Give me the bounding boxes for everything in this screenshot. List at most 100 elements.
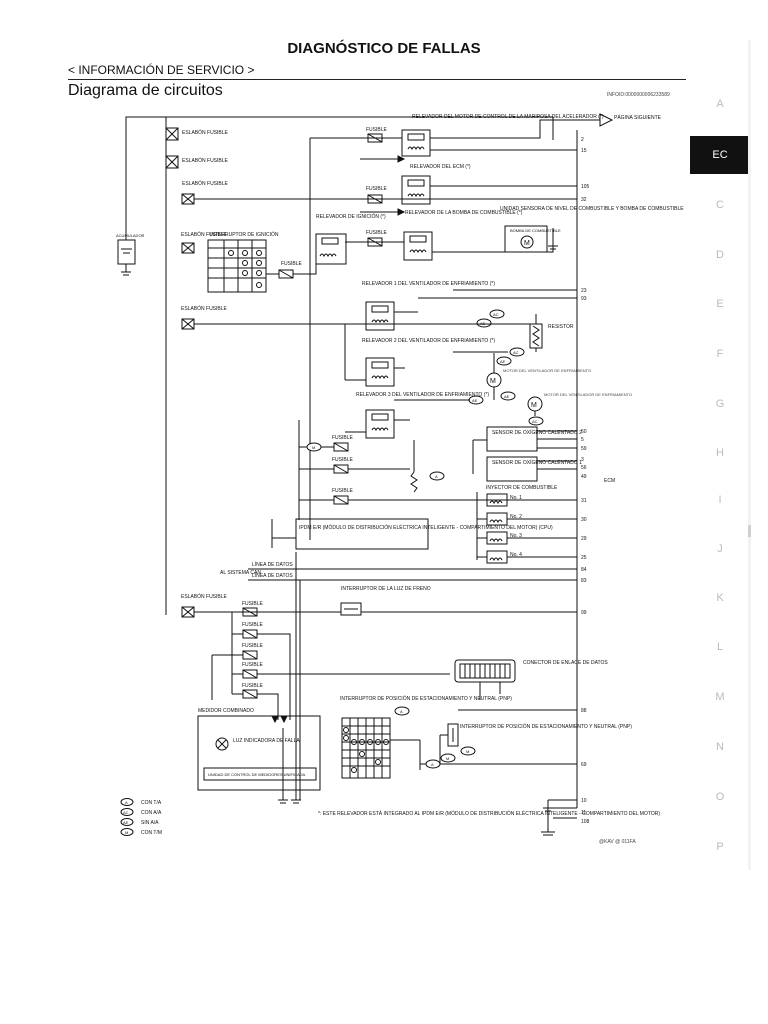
svg-text:M: M: [312, 445, 315, 450]
section-sidebar: A EC C D E F G H I J K L M N O P: [690, 0, 768, 1024]
tab-o[interactable]: O: [715, 791, 725, 803]
svg-text:FUSIBLE: FUSIBLE: [242, 683, 264, 689]
resistor-small: [410, 471, 418, 493]
can-label: AL SISTEMA CAN: [220, 570, 261, 576]
svg-text:CON T/A: CON T/A: [141, 800, 162, 806]
resistor: RESISTOR: [529, 323, 574, 349]
svg-text:No. 4: No. 4: [510, 552, 522, 558]
throttle-relay-label: RELEVADOR DEL MOTOR DE CONTROL DE LA MAR…: [412, 114, 604, 120]
tab-g[interactable]: G: [715, 398, 725, 410]
pnp-table: [341, 717, 391, 779]
svg-text:LUZ INDICADORA DE FALLA: LUZ INDICADORA DE FALLA: [233, 738, 300, 744]
tab-k[interactable]: K: [716, 592, 724, 604]
fusible-link-1: ESLABÓN FUSIBLE: [165, 127, 229, 141]
svg-text:FUSIBLE: FUSIBLE: [281, 261, 303, 267]
fuse-low-5: FUSIBLE: [242, 683, 264, 699]
svg-text:AC: AC: [532, 419, 538, 424]
svg-text:FUSIBLE: FUSIBLE: [366, 230, 388, 236]
fuel-pump-relay-label: RELEVADOR DE LA BOMBA DE COMBUSTIBLE (*): [405, 210, 523, 216]
svg-text:FUSIBLE: FUSIBLE: [242, 622, 264, 628]
tab-c[interactable]: C: [716, 199, 724, 211]
svg-text:No. 2: No. 2: [510, 514, 522, 520]
tab-ec[interactable]: EC: [690, 136, 750, 174]
svg-text:ESLABÓN FUSIBLE: ESLABÓN FUSIBLE: [182, 129, 229, 136]
svg-text:25: 25: [581, 555, 587, 561]
svg-text:59: 59: [581, 446, 587, 452]
ecm-relay: [401, 175, 431, 205]
option-tag-ac-3: AC: [528, 416, 544, 426]
tab-n[interactable]: N: [716, 741, 724, 753]
ecm-pin-labels: 2 15 105 32 23 93 50 5 59 3 56 49 31 30 …: [581, 137, 590, 825]
battery-label: ACUMULADOR: [116, 233, 145, 238]
svg-text:FUSIBLE: FUSIBLE: [242, 662, 264, 668]
page-title: DIAGNÓSTICO DE FALLAS: [287, 40, 481, 57]
fuse-low-2: FUSIBLE: [242, 622, 264, 639]
option-tag-a-3: A: [425, 759, 441, 769]
svg-text:SENSOR DE OXÍGENO CALENTADO 2: SENSOR DE OXÍGENO CALENTADO 2: [492, 429, 582, 436]
ipdm-box: IPDM E/R (MÓDULO DE DISTRIBUCIÓN ELÉCTRI…: [295, 518, 553, 550]
tab-f[interactable]: F: [716, 348, 724, 360]
tab-h[interactable]: H: [716, 447, 724, 459]
data-link-connector[interactable]: CONECTOR DE ENLACE DE DATOS: [454, 659, 608, 683]
fusible-link-5: ESLABÓN FUSIBLE: [181, 305, 228, 330]
fan-motor-1: M MOTOR DEL VENTILADOR DE ENFRIAMIENTO: [486, 368, 591, 388]
fuse-low-1: FUSIBLE: [242, 601, 264, 617]
tab-d[interactable]: D: [716, 249, 724, 261]
info-id: INFOID:0000000006233589: [607, 92, 670, 98]
title-divider: [68, 79, 686, 80]
tab-j[interactable]: J: [717, 543, 723, 555]
tab-i[interactable]: I: [718, 494, 722, 506]
breadcrumb[interactable]: < INFORMACIÓN DE SERVICIO >: [68, 63, 255, 77]
svg-text:15: 15: [581, 148, 587, 154]
brake-switch-label: INTERRUPTOR DE LA LUZ DE FRENO: [341, 586, 431, 592]
brake-switch: [340, 602, 362, 616]
section-heading: Diagrama de circuitos: [68, 82, 223, 99]
svg-text:IPDM E/R (MÓDULO DE DISTRIBUCI: IPDM E/R (MÓDULO DE DISTRIBUCIÓN ELÉCTRI…: [299, 524, 553, 531]
fusible-link-2: ESLABÓN FUSIBLE: [165, 155, 229, 169]
option-tag-m-3: M: [440, 753, 456, 763]
svg-text:30: 30: [581, 517, 587, 523]
svg-text:84: 84: [581, 567, 587, 573]
svg-text:FUSIBLE: FUSIBLE: [242, 601, 264, 607]
tab-e[interactable]: E: [716, 298, 724, 310]
fuse-fuel: FUSIBLE: [366, 230, 388, 247]
svg-text:32: 32: [581, 197, 587, 203]
svg-text:CON A/A: CON A/A: [141, 810, 162, 816]
fan-motor-2: M MOTOR DEL VENTILADOR DE ENFRIAMIENTO: [527, 392, 632, 412]
option-tag-ae-4: AE: [468, 395, 484, 405]
svg-text:AE: AE: [504, 394, 510, 399]
svg-text:ESLABÓN FUSIBLE: ESLABÓN FUSIBLE: [181, 305, 228, 312]
fusible-link-3: ESLABÓN FUSIBLE: [181, 180, 229, 205]
tab-l[interactable]: L: [716, 641, 724, 653]
svg-text:23: 23: [581, 288, 587, 294]
scrollbar-track[interactable]: [748, 40, 751, 870]
svg-text:SIN A/A: SIN A/A: [141, 820, 159, 826]
fan-relay-1: [365, 301, 395, 331]
svg-text:RESISTOR: RESISTOR: [548, 324, 574, 330]
svg-text:M: M: [490, 378, 496, 385]
tab-p[interactable]: P: [716, 841, 724, 853]
svg-text:69: 69: [581, 762, 587, 768]
svg-text:CONECTOR DE ENLACE DE DATOS: CONECTOR DE ENLACE DE DATOS: [523, 660, 608, 666]
svg-text:11: 11: [581, 810, 586, 816]
svg-text:AE: AE: [472, 398, 478, 403]
tab-a[interactable]: A: [716, 98, 724, 110]
legend: A CON T/A AC CON A/A AE SIN A/A M CON T/…: [120, 798, 162, 836]
option-tag-a-1: A: [429, 471, 445, 481]
svg-text:AC: AC: [513, 350, 519, 355]
fan-relay-1-label: RELEVADOR 1 DEL VENTILADOR DE ENFRIAMIEN…: [362, 281, 495, 287]
svg-text:FUSIBLE: FUSIBLE: [332, 488, 354, 494]
fuse-mid-2: FUSIBLE: [332, 457, 354, 474]
svg-text:50: 50: [581, 429, 587, 435]
meter-label: MEDIDOR COMBINADO: [198, 708, 254, 714]
svg-text:AC: AC: [493, 312, 499, 317]
svg-text:ECM: ECM: [604, 478, 615, 484]
option-tag-m-1: M: [306, 442, 322, 452]
svg-text:M: M: [446, 756, 449, 761]
tab-m[interactable]: M: [715, 691, 725, 703]
svg-text:ESLABÓN FUSIBLE: ESLABÓN FUSIBLE: [182, 157, 229, 164]
scrollbar-thumb[interactable]: [748, 525, 751, 537]
svg-text:83: 83: [581, 578, 587, 584]
fusible-link-6: ESLABÓN FUSIBLE: [181, 593, 228, 618]
svg-text:SENSOR DE OXÍGENO CALENTADO 1: SENSOR DE OXÍGENO CALENTADO 1: [492, 459, 582, 466]
